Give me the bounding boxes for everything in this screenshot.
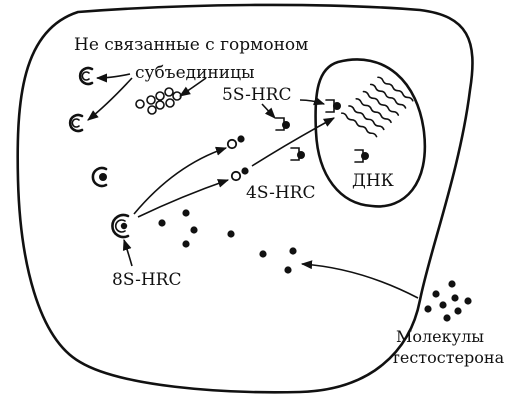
label-dna: ДНК — [352, 171, 394, 191]
receptor-5s-2 — [291, 148, 305, 160]
label-8s-hrc: 8S-HRC — [112, 270, 181, 290]
subunit-cluster — [136, 88, 181, 114]
testosterone-dots-cytoplasm — [158, 209, 296, 273]
arrow-label-to-subunit-1 — [97, 74, 130, 78]
receptor-4s-lower — [232, 167, 249, 180]
receptor-complex-cytoplasm — [93, 168, 107, 186]
arrow-5s-label-to-nucleus — [300, 100, 324, 104]
testosterone-cluster-outside — [424, 280, 471, 321]
label-4s-hrc: 4S-HRC — [246, 183, 315, 203]
label-unbound-line1: Не связанные с гормоном — [74, 35, 308, 55]
arrow-outside-to-cytoplasm — [302, 264, 418, 298]
label-testosterone-line1: Молекулы — [396, 327, 484, 346]
arrow-8s-to-upper-4s — [134, 148, 226, 214]
arrow-label-8s-up — [124, 240, 132, 266]
label-5s-hrc: 5S-HRC — [222, 85, 291, 105]
receptor-5s-nucleus-2 — [355, 150, 369, 162]
receptor-5s-1 — [276, 118, 290, 130]
dna-strands — [341, 76, 413, 137]
unbound-subunit-1 — [80, 68, 92, 84]
unbound-subunit-2 — [70, 115, 82, 131]
receptor-4s-upper — [228, 135, 245, 148]
receptor-complex-8s — [112, 215, 128, 237]
arrow-label-to-subunit-2 — [88, 78, 132, 120]
arrow-4s-to-nucleus — [252, 118, 334, 166]
label-testosterone-line2: тестостерона — [391, 348, 505, 367]
arrow-5s-label-to-receptor — [262, 104, 275, 118]
receptor-5s-nucleus-1 — [326, 100, 341, 112]
label-unbound-line2: субъединицы — [135, 63, 255, 83]
